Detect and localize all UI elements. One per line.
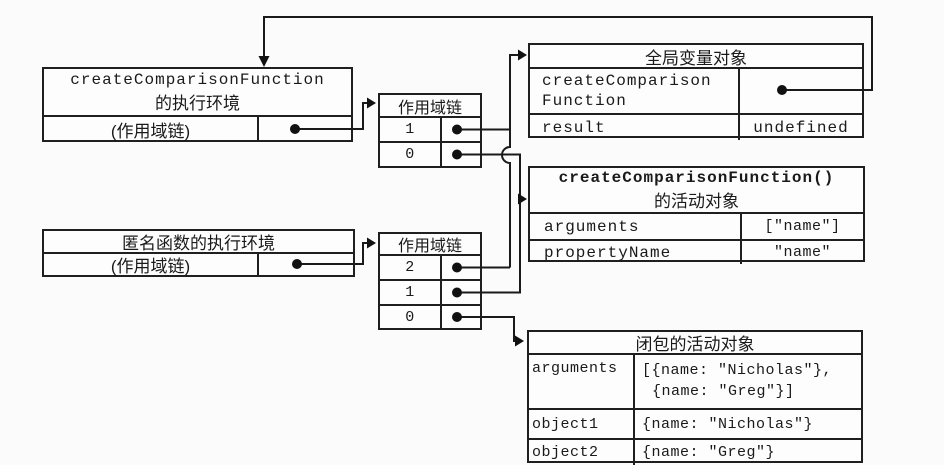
exec-context-create-title-code: createComparisonFunction xyxy=(70,70,325,89)
scope-chain-lower-slot-2: 2 xyxy=(380,254,480,279)
scope-chain-lower-title: 作用域链 xyxy=(397,238,462,255)
closure-activation-object-box: 闭包的活动对象 arguments [{name: "Nicholas"}, {… xyxy=(527,330,863,465)
global-row-create-comparison: createComparison Function xyxy=(530,67,862,113)
exec-context-anon-title: 匿名函数的执行环境 xyxy=(122,234,275,253)
arrowhead-down-icon xyxy=(258,56,270,67)
property-value: [{name: "Nicholas"}, {name: "Greg"}] xyxy=(633,355,861,408)
closure-object-title: 闭包的活动对象 xyxy=(635,335,755,354)
closure-row-arguments: arguments [{name: "Nicholas"}, {name: "G… xyxy=(529,353,861,408)
property-key: result xyxy=(542,118,606,137)
global-row-result: result undefined xyxy=(530,113,862,140)
exec-context-create-box: createComparisonFunction 的执行环境 (作用域链) xyxy=(42,67,353,142)
scope-chain-pointer-cell xyxy=(257,254,353,275)
arrowhead-right-icon xyxy=(367,97,376,109)
exec-context-anon-scope-row: (作用域链) xyxy=(44,252,353,276)
property-value: {name: "Greg"} xyxy=(633,440,861,465)
exec-context-anon-box: 匿名函数的执行环境 (作用域链) xyxy=(42,229,355,277)
closure-row-object1: object1 {name: "Nicholas"} xyxy=(529,408,861,438)
property-value: undefined xyxy=(738,115,862,140)
property-key: createComparison Function xyxy=(542,72,712,110)
activation-row-arguments: arguments ["name"] xyxy=(530,212,863,239)
exec-context-create-title: createComparisonFunction 的执行环境 xyxy=(44,69,351,115)
property-key: object2 xyxy=(532,444,599,461)
activation-object-title: createComparisonFunction() 的活动对象 xyxy=(530,168,863,212)
slot-index: 0 xyxy=(405,146,415,163)
property-value: {name: "Nicholas"} xyxy=(633,410,861,438)
scope-chain-upper-title: 作用域链 xyxy=(397,99,462,117)
scope-chain-pointer-cell xyxy=(257,117,351,142)
scope-chain-upper-box: 作用域链 1 0 xyxy=(378,93,482,168)
arrowhead-right-icon xyxy=(367,237,376,249)
activation-title-cjk: 的活动对象 xyxy=(654,191,739,211)
scope-chain-lower-slot-0: 0 xyxy=(380,304,480,328)
property-key: arguments xyxy=(532,360,618,377)
closure-row-object2: object2 {name: "Greg"} xyxy=(529,438,861,465)
scope-chain-label: (作用域链) xyxy=(110,257,191,276)
scope-chain-lower-box: 作用域链 2 1 0 xyxy=(378,232,482,330)
activation-object-box: createComparisonFunction() 的活动对象 argumen… xyxy=(528,166,865,264)
slot-pointer-cell xyxy=(440,256,480,279)
scope-chain-label: (作用域链) xyxy=(110,122,191,141)
arrowhead-right-icon xyxy=(518,49,527,61)
slot-index: 1 xyxy=(405,121,415,138)
arrowhead-right-icon xyxy=(515,335,524,347)
property-value: ["name"] xyxy=(740,214,863,239)
property-key: object1 xyxy=(532,415,599,433)
property-pointer-cell xyxy=(738,69,862,113)
slot-pointer-cell xyxy=(440,306,480,328)
exec-context-create-title-cjk: 的执行环境 xyxy=(155,93,240,113)
arrowhead-right-icon xyxy=(518,193,527,205)
scope-chain-upper-slot-0: 0 xyxy=(380,141,480,166)
slot-pointer-cell xyxy=(440,143,480,166)
property-key: propertyName xyxy=(544,243,672,262)
slot-index: 1 xyxy=(405,284,415,301)
scope-chain-lower-slot-1: 1 xyxy=(380,279,480,304)
slot-pointer-cell xyxy=(440,118,480,141)
slot-index: 0 xyxy=(405,308,415,326)
slot-pointer-cell xyxy=(440,281,480,304)
property-value: "name" xyxy=(740,241,863,264)
slot-index: 2 xyxy=(405,259,415,276)
activation-row-propertyname: propertyName "name" xyxy=(530,239,863,264)
global-variable-object-box: 全局变量对象 createComparison Function result … xyxy=(528,43,864,140)
activation-title-code: createComparisonFunction() xyxy=(558,168,835,187)
global-variable-object-title: 全局变量对象 xyxy=(645,48,747,68)
exec-context-create-scope-row: (作用域链) xyxy=(44,115,351,142)
property-key: arguments xyxy=(544,217,640,236)
scope-chain-upper-slot-1: 1 xyxy=(380,116,480,141)
